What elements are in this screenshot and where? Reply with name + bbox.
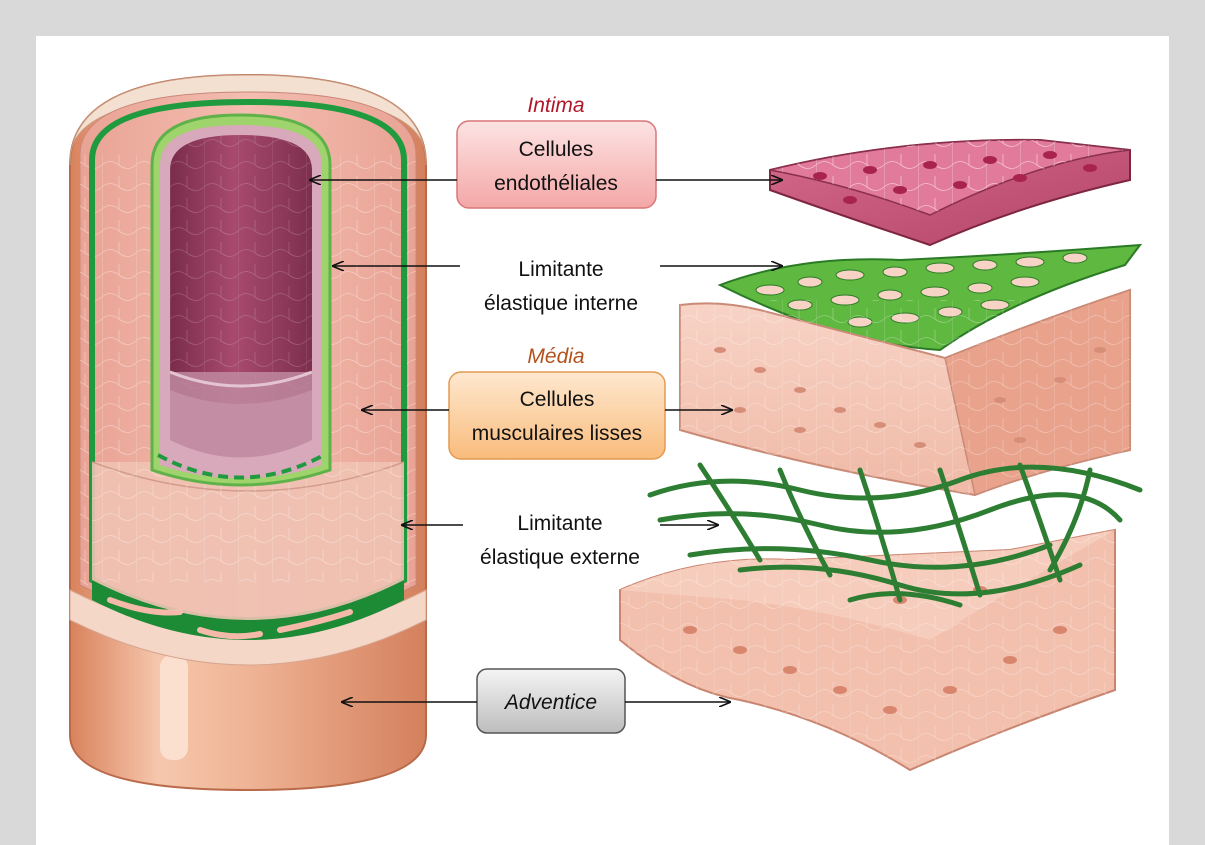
endothelial-cells-label-2: endothéliales	[494, 172, 618, 195]
adventitia-slab	[620, 530, 1115, 770]
internal-elastic-label-1: Limitante	[518, 258, 603, 281]
artery-cylinder	[70, 75, 426, 790]
internal-elastic-label-2: élastique interne	[484, 292, 638, 315]
smooth-muscle-slab	[680, 290, 1130, 495]
media-title: Média	[527, 345, 584, 368]
external-elastic-label-2: élastique externe	[480, 546, 640, 569]
endothelial-cells-label-1: Cellules	[519, 138, 594, 161]
smooth-muscle-label-1: Cellules	[520, 388, 595, 411]
endothelial-layer-slab	[770, 140, 1130, 245]
adventitia-label: Adventice	[503, 691, 597, 714]
smooth-muscle-box	[449, 372, 665, 459]
smooth-muscle-label-2: musculaires lisses	[472, 422, 642, 445]
intima-title: Intima	[527, 94, 584, 117]
external-elastic-label-1: Limitante	[517, 512, 602, 535]
